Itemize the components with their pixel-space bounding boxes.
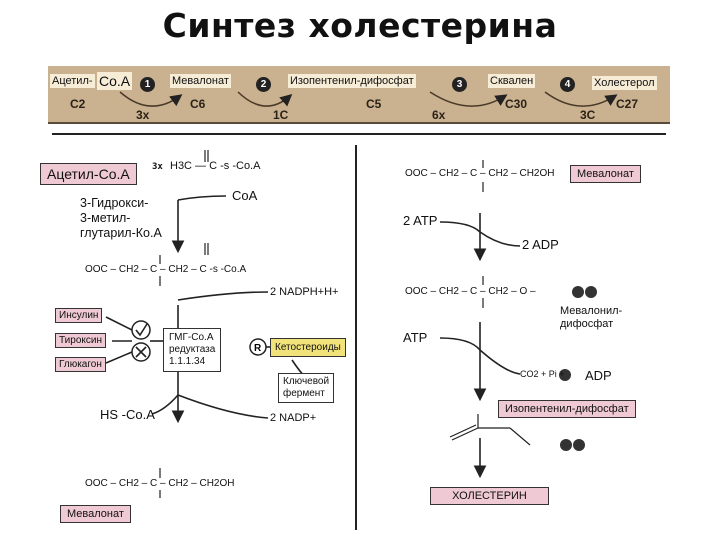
mevalonyl-pp-formula: OOC – CH2 – C – CH2 – O – [405, 286, 536, 297]
regulator-glucagon: Глюкагон [55, 357, 106, 372]
mevalonate-label-right: Мевалонат [570, 165, 641, 183]
cholesterol-box: ХОЛЕСТЕРИН [430, 487, 549, 505]
band-label-squalene: Сквален [488, 74, 536, 88]
key-enzyme-box: Ключевой фермент [278, 373, 335, 403]
regulator-thyroxine: Тироксин [55, 333, 106, 348]
carbon-1c: 1C [273, 108, 289, 122]
hmg-coa-formula: OOC – CH2 – C – CH2 – C -s -Co.A [85, 264, 247, 275]
mevalonate-formula-right: OOC – CH2 – C – CH2 – CH2OH [405, 168, 555, 179]
carbon-3x: 3x [136, 108, 150, 122]
co2-pi-label: CO2 + Pi + [520, 369, 565, 379]
regulator-insulin: Инсулин [55, 308, 103, 323]
step-3-badge: 3 [452, 77, 467, 92]
band-label-mevalonate: Мевалонат [170, 74, 231, 88]
step-1-badge: 1 [140, 77, 155, 92]
ipp-label: Изопентенил-дифосфат [498, 400, 636, 418]
band-label-coa: Co.A [97, 72, 133, 90]
carbon-3c: 3C [580, 108, 596, 122]
ketosteroids-box: Кетостероиды [270, 338, 346, 357]
atp-label: ATP [403, 330, 428, 345]
band-label-cholesterol: Холестерол [592, 76, 657, 90]
mevalonyl-pp-label: Мевалонил- дифосфат [560, 305, 623, 330]
acetyl-coa-label: Ацетил-Co.A [40, 163, 137, 185]
nadph-label: 2 NADPH+H+ [270, 286, 339, 298]
carbon-c5: C5 [366, 97, 382, 111]
acetyl-coa-formula: H3C — C -s -Co.A [170, 160, 261, 172]
carbon-c2: C2 [70, 97, 86, 111]
vertical-divider [355, 145, 357, 530]
svg-text:R: R [254, 343, 262, 354]
overview-band-border [48, 122, 670, 124]
nadp-label: 2 NADP+ [270, 412, 317, 424]
band-label-acetyl: Ацетил- [50, 74, 95, 88]
adp-label: ADP [585, 368, 612, 383]
band-label-ipp: Изопентенил-дифосфат [288, 74, 416, 88]
mevalonate-label-left: Мевалонат [60, 505, 131, 523]
horizontal-divider [52, 133, 666, 135]
carbon-c6: C6 [190, 97, 206, 111]
atp2-label: 2 ATP [403, 213, 438, 228]
step-2-badge: 2 [256, 77, 271, 92]
carbon-c30: C30 [505, 97, 528, 111]
carbon-c27: C27 [616, 97, 639, 111]
carbon-6x: 6x [432, 108, 446, 122]
adp2-label: 2 ADP [522, 237, 559, 252]
acetyl-multiplier: 3x [152, 162, 163, 172]
coa-release: CoA [232, 188, 258, 203]
mevalonate-formula-left: OOC – CH2 – C – CH2 – CH2OH [85, 478, 235, 489]
hmg-coa-reductase-box: ГМГ-Co.A редуктаза 1.1.1.34 [163, 328, 222, 372]
hmg-coa-name: 3-Гидрокси- 3-метил- глутарил-Ко.А [80, 196, 162, 240]
hs-coa-label: HS -Co.A [100, 407, 155, 422]
page-title: Синтез холестерина [162, 6, 558, 45]
step-4-badge: 4 [560, 77, 575, 92]
